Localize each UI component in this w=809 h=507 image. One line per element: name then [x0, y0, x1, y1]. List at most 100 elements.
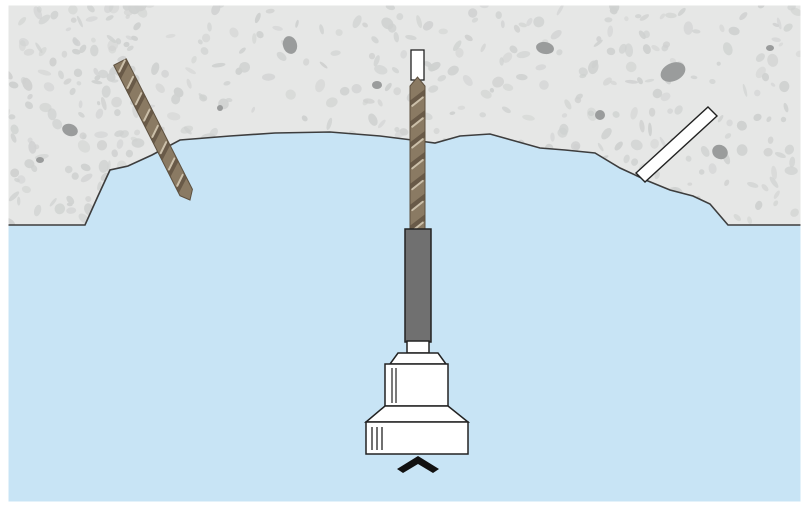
concrete-speckle [71, 172, 79, 180]
concrete-speckle [755, 66, 766, 79]
concrete-speckle [80, 173, 93, 183]
concrete-speckle [755, 53, 765, 62]
concrete-speckle [8, 218, 16, 225]
concrete-speckle [185, 67, 196, 75]
concrete-speckle [76, 15, 83, 28]
concrete-speckle [79, 44, 87, 54]
concrete-speckle [131, 138, 145, 148]
concrete-speckle [609, 5, 620, 13]
concrete-speckle [98, 159, 109, 173]
concrete-speckle [778, 42, 784, 47]
concrete-speckle [8, 114, 16, 120]
concrete-speckle [23, 48, 35, 56]
bit-highlight [411, 179, 424, 191]
concrete-speckle [66, 195, 75, 205]
concrete-speckle [167, 112, 181, 121]
concrete-speckle [661, 44, 669, 52]
concrete-speckle [64, 165, 73, 174]
concrete-speckle [125, 149, 134, 158]
bit-flute [167, 156, 179, 177]
concrete-speckle [556, 49, 563, 56]
concrete-speckle [91, 37, 96, 43]
concrete-speckle [522, 114, 535, 121]
bit-highlight [134, 92, 143, 106]
drill-bit-icon [113, 58, 193, 201]
concrete-speckle [151, 62, 160, 76]
concrete-speckle [125, 14, 130, 19]
concrete-speckle [677, 7, 686, 16]
concrete-speckle [66, 207, 77, 214]
concrete-speckle [766, 116, 772, 123]
drill-neck [388, 352, 448, 365]
concrete-speckle [437, 75, 447, 82]
concrete-speckle [667, 108, 673, 114]
concrete-speckle [85, 16, 98, 22]
concrete-speckle [76, 81, 82, 86]
concrete-speckle [774, 151, 786, 159]
concrete-speckle [754, 89, 761, 97]
concrete-speckle [724, 133, 732, 139]
concrete-speckle [50, 10, 59, 20]
concrete-speckle [111, 96, 122, 108]
drill-chuck [384, 363, 449, 407]
concrete-speckle [643, 30, 650, 39]
concrete-speckle [779, 80, 790, 93]
aggregate-stone [372, 81, 382, 89]
concrete-speckle [191, 55, 197, 64]
concrete-speckle [429, 61, 441, 72]
bit-flute [410, 151, 425, 170]
concrete-speckle [648, 107, 656, 117]
concrete-speckle [438, 28, 448, 35]
concrete-speckle [10, 124, 19, 135]
concrete-speckle [49, 57, 57, 67]
concrete-speckle [400, 50, 408, 59]
concrete-speckle [315, 79, 326, 93]
concrete-speckle [690, 75, 698, 80]
bit-flute [410, 214, 425, 232]
concrete-speckle [93, 67, 99, 76]
concrete-region [8, 5, 801, 225]
concrete-speckle [557, 127, 568, 138]
concrete-speckle [238, 47, 246, 54]
concrete-speckle [614, 141, 623, 151]
concrete-speckle [116, 139, 124, 149]
concrete-speckle [596, 36, 602, 42]
concrete-speckle [755, 200, 763, 210]
bit-flute [126, 75, 138, 96]
concrete-speckle [391, 67, 400, 74]
chevron-up-icon [397, 456, 439, 473]
concrete-speckle [104, 5, 114, 14]
concrete-speckle [771, 37, 781, 43]
concrete-speckle [362, 22, 368, 28]
concrete-speckle [72, 38, 81, 47]
concrete-speckle [747, 216, 753, 225]
concrete-speckle [161, 69, 169, 78]
concrete-speckle [587, 110, 595, 117]
bit-highlight [126, 75, 135, 89]
concrete-speckle [513, 24, 521, 33]
concrete-speckle [687, 182, 693, 186]
concrete-speckle [623, 154, 630, 164]
concrete-speckle [624, 79, 639, 84]
concrete-speckle [457, 105, 466, 110]
concrete-speckle [428, 85, 439, 93]
bit-flute [134, 91, 146, 112]
concrete-speckle [61, 50, 68, 58]
bit-highlight [411, 200, 424, 212]
concrete-speckle [652, 88, 663, 99]
concrete-speckle [368, 113, 378, 126]
concrete-speckle [630, 139, 643, 151]
concrete-speckle [550, 132, 555, 142]
concrete-speckle [38, 47, 47, 57]
concrete-speckle [739, 12, 748, 21]
concrete-speckle [604, 17, 613, 23]
concrete-speckle [635, 14, 642, 19]
concrete-speckle [767, 136, 774, 144]
concrete-speckle [660, 92, 671, 102]
concrete-speckle [639, 119, 645, 133]
concrete-speckle [198, 93, 206, 101]
concrete-speckle [719, 24, 725, 33]
concrete-speckle [70, 17, 77, 23]
concrete-speckle [94, 75, 101, 81]
concrete-speckle [111, 79, 119, 83]
